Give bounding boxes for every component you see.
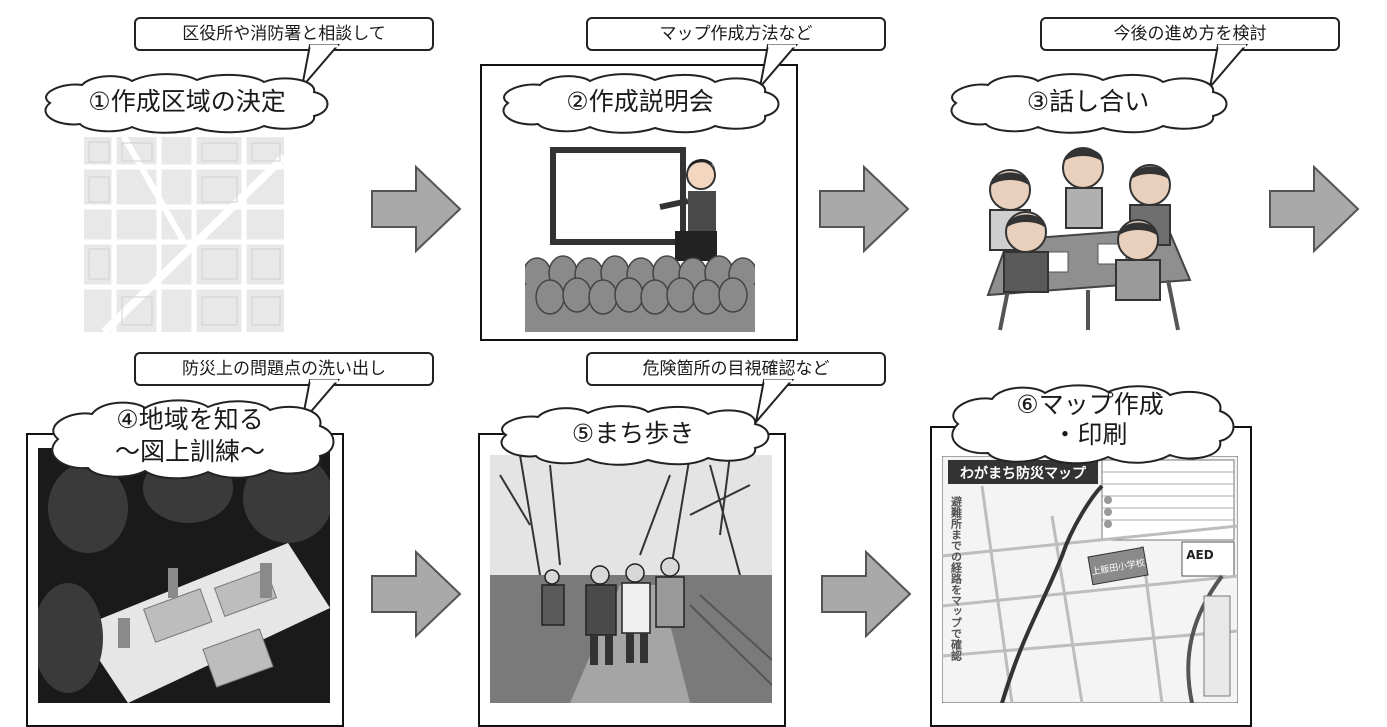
presentation-illustration	[525, 147, 755, 332]
step5-note: 危険箇所の目視確認など	[586, 352, 886, 386]
street-map-illustration	[84, 137, 284, 332]
step6-cloud	[951, 384, 1235, 465]
step4-note: 防災上の問題点の洗い出し	[134, 352, 434, 386]
step2-note: マップ作成方法など	[586, 17, 886, 51]
step5-cloud	[500, 405, 770, 466]
map-sheet-heading: わがまち防災マップ	[960, 465, 1087, 482]
step3-callout-tail	[1208, 44, 1249, 91]
disaster-map-photo: わがまち防災マップ AED 上飯田小学校 避難所までの経路をマップで確認	[942, 456, 1238, 703]
step2-title: ②作成説明会	[566, 87, 714, 116]
step2-callout-tail	[758, 44, 799, 91]
step4-cloud	[51, 399, 335, 480]
step5-callout-tail	[754, 379, 795, 426]
right-arrow-icon	[371, 164, 462, 254]
step1-cloud	[44, 73, 329, 134]
step6-title-line1: ⑥マップ作成	[1016, 390, 1164, 419]
step2-cloud	[502, 73, 780, 134]
map-sheet-vertical-text: 避難所までの経路をマップで確認	[950, 495, 963, 661]
step3-title: ③話し合い	[1026, 87, 1150, 116]
step4-title-line2: ～図上訓練～	[114, 437, 265, 466]
town-walk-photo	[490, 455, 772, 703]
step1-callout-tail	[300, 44, 341, 91]
map-sheet-aed: AED	[1186, 548, 1213, 562]
group-discussion-illustration	[986, 147, 1192, 331]
right-arrow-icon	[821, 549, 912, 639]
right-arrow-icon	[819, 164, 910, 254]
map-exercise-photo	[38, 448, 330, 703]
step1-title: ①作成区域の決定	[88, 87, 286, 116]
step4-title-line1: ④地域を知る	[116, 405, 264, 434]
step5-title: ⑤まち歩き	[571, 419, 695, 448]
step3-cloud	[950, 73, 1228, 134]
step3-note: 今後の進め方を検討	[1040, 17, 1340, 51]
right-arrow-icon	[371, 549, 462, 639]
step6-title-line2: ・印刷	[1052, 420, 1128, 449]
right-arrow-icon	[1269, 164, 1360, 254]
step1-note: 区役所や消防署と相談して	[134, 17, 434, 51]
